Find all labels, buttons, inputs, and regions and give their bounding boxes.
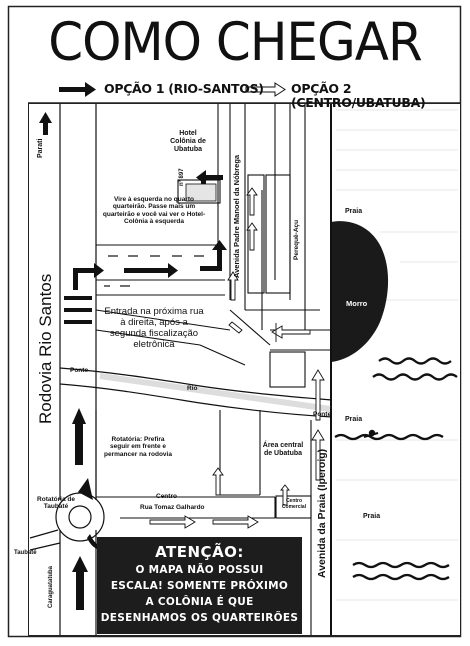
warning-line-2: ESCALA! SOMENTE PRÓXIMO [110, 580, 289, 592]
centro-comercial-label: Centro Comercial [281, 498, 307, 510]
morro-blob [331, 221, 389, 362]
lane-marks-icon [64, 296, 92, 324]
note-entrada: Entrada na próxima rua à direita, após a… [104, 306, 204, 350]
ponte-label-left: Ponte [70, 367, 89, 374]
page-title: COMO CHEGAR [48, 11, 422, 73]
perequeacu-label: Perequê-Açu [293, 219, 300, 260]
morro-label: Morro [346, 299, 368, 308]
taubate-label: Taubaté [14, 550, 37, 556]
note-vire: Vire à esquerda no quarto quarteirão. Pa… [102, 196, 206, 226]
dashes [104, 255, 204, 287]
waves-icon [334, 357, 458, 581]
praia-label-top: Praia [345, 208, 363, 215]
paraty-label: Parati [37, 138, 44, 158]
rio-label: Rio [187, 385, 198, 392]
avenida-padre-label: Avenida Padre Manoel da Nóbrega [232, 154, 241, 278]
caraguatatuba-label: Caraguatatuba [48, 565, 54, 608]
paraty-arrow-icon [39, 112, 52, 135]
option1-arrow-icon [59, 82, 96, 97]
warning-box [97, 537, 302, 634]
river-edge-bottom [59, 383, 333, 418]
swimmer-icon [363, 429, 379, 438]
praia-label-mid: Praia [345, 416, 363, 423]
hotel-block [185, 183, 217, 202]
warning-line-3: A COLÔNIA É QUE [145, 596, 254, 608]
warning-line-4: DESENHAMOS OS QUARTEIRÕES [100, 612, 299, 624]
centro-label: Centro [156, 493, 177, 500]
ponte-label-right: Ponte [313, 411, 332, 418]
option1-label: OPÇÃO 1 (RIO-SANTOS) [104, 81, 264, 96]
rodovia-label: Rodovia Rio Santos [36, 273, 55, 424]
hotel-label: Hotel Colônia de Ubatuba [170, 130, 206, 154]
sea-texture [336, 109, 458, 601]
praia-label-bottom: Praia [363, 513, 381, 520]
note-rotatoria: Rotatória: Prefira seguir em frente e pe… [104, 436, 172, 458]
rotatoria-taubate-label: Rotatória de Taubaté [37, 496, 75, 511]
warning-line-1: O MAPA NÃO POSSUI [135, 564, 264, 576]
hotel-number-label: nº 897 [179, 168, 185, 186]
sea-area [331, 104, 460, 635]
avenida-praia-label: Avenida da Praia (Iperoig) [316, 448, 328, 578]
rua-tomaz-label: Rua Tomaz Galhardo [140, 504, 205, 511]
option2-label: OPÇÃO 2 (CENTRO/UBATUBA) [291, 81, 426, 111]
outline-arrows-icon [149, 187, 325, 529]
warning-title: ATENÇÃO: [155, 543, 244, 561]
area-central-label: Área central de Ubatuba [262, 442, 304, 458]
option2-arrow-icon [245, 82, 286, 97]
river-edge-top [59, 367, 333, 401]
